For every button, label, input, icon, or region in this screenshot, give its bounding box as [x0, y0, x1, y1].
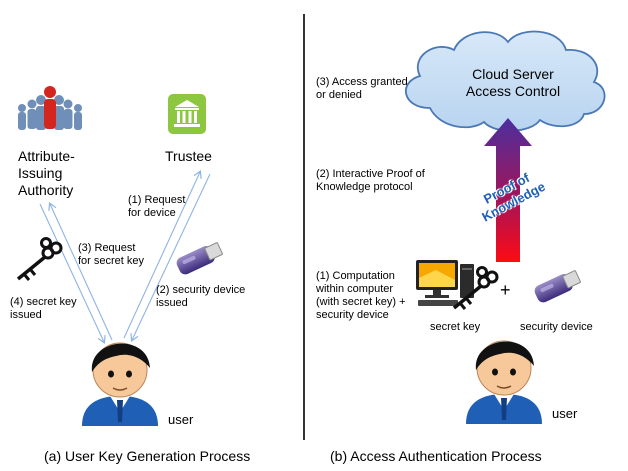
cloud-title: Cloud Server Access Control — [465, 66, 561, 99]
step2-interactive-proof: (2) Interactive Proof of Knowledge proto… — [316, 168, 425, 193]
key-icon — [16, 236, 63, 282]
user-label-left: user — [168, 412, 194, 427]
security-device-label: security device — [520, 321, 593, 333]
bank-building-icon — [168, 94, 206, 134]
proof-of-knowledge-arrow — [484, 118, 532, 262]
step3-access-granted: (3) Access granted or denied — [316, 76, 408, 101]
step2-device-issued: (2) security device issued — [156, 284, 246, 309]
caption-left: (a) User Key Generation Process — [44, 448, 251, 464]
usb-drive-icon — [174, 241, 224, 277]
step1-request-device: (1) Request for device — [128, 194, 186, 219]
flow-arrows-left — [39, 172, 211, 342]
plus-sign: + — [500, 280, 511, 300]
secret-key-label: secret key — [430, 321, 481, 333]
usb-drive-icon — [532, 269, 582, 305]
trustee-label: Trustee — [165, 148, 212, 164]
arrow-request-secret-key — [50, 204, 113, 341]
arrow-request-device — [123, 172, 200, 339]
user-label-right: user — [552, 406, 578, 421]
computer-icon — [416, 260, 474, 306]
step4-secret-key-issued: (4) secret key issued — [10, 296, 77, 321]
user-avatar-icon — [465, 340, 543, 425]
arrow-device-issued — [132, 173, 211, 340]
authority-label: Attribute- Issuing Authority — [18, 148, 75, 198]
caption-right: (b) Access Authentication Process — [330, 448, 542, 464]
user-avatar-icon — [81, 342, 159, 427]
step3-request-secret-key: (3) Request for secret key — [78, 242, 145, 267]
arrow-secret-key-issued — [39, 203, 104, 342]
step1-computation: (1) Computation within computer (with se… — [316, 270, 406, 321]
people-group-icon — [18, 86, 82, 130]
